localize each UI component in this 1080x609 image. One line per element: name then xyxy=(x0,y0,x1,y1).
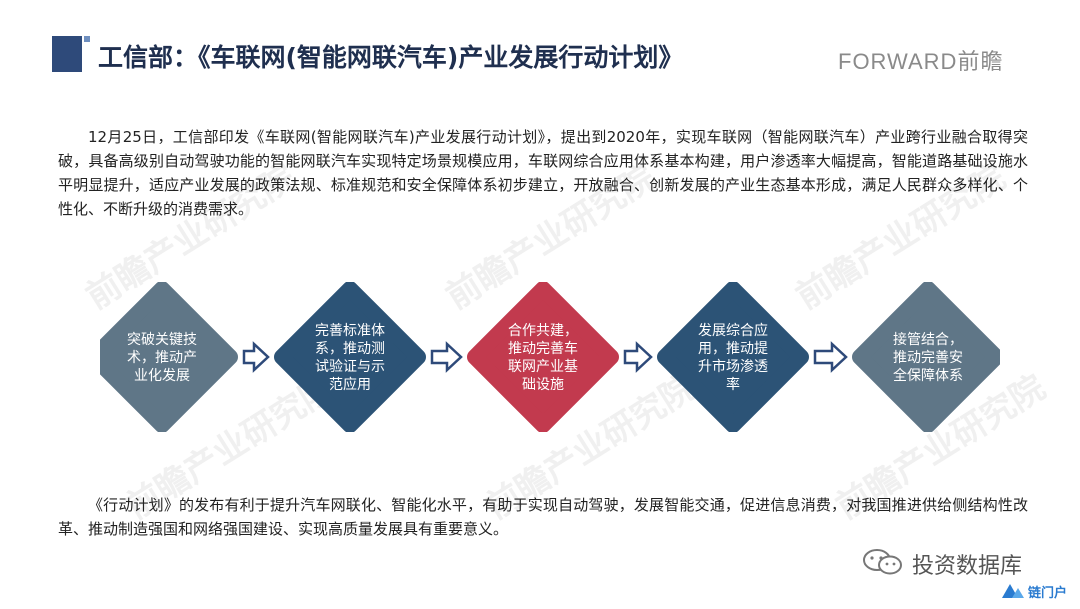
flow-step-label: 推动完善车 xyxy=(508,340,578,357)
flow-arrow-icon xyxy=(813,341,848,373)
title-accent-dot xyxy=(84,36,90,42)
flow-step-label: 接管结合， xyxy=(893,331,963,348)
flow-step-label: 发展综合应 xyxy=(698,322,768,339)
flow-step-shape xyxy=(467,282,619,432)
footer-source-label: 投资数据库 xyxy=(912,554,1023,579)
flow-arrow-icon xyxy=(430,341,463,373)
flow-step-shape xyxy=(657,282,809,432)
flow-step-label: 术，推动产 xyxy=(127,350,197,366)
flow-step-label: 推动完善安 xyxy=(893,350,963,366)
flow-step-label: 突破关键技 xyxy=(127,332,197,348)
flow-step-label: 联网产业基 xyxy=(508,358,578,375)
brand-logo: FORWARD前瞻 xyxy=(838,49,1004,74)
flow-arrow-icon xyxy=(242,341,270,373)
conclusion-paragraph: 《行动计划》的发布有利于提升汽车网联化、智能化水平，有助于实现自动驾驶，发展智能… xyxy=(58,496,1028,538)
wechat-icon xyxy=(863,549,902,575)
flow-arrow-icon xyxy=(623,341,653,373)
flow-step-label: 用，推动提 xyxy=(698,341,768,357)
flow-step-shape xyxy=(100,282,238,432)
page-title: 工信部：《车联网(智能网联汽车)产业发展行动计划》 xyxy=(98,43,684,72)
flow-step-shape xyxy=(852,282,1000,432)
flow-step-label: 合作共建， xyxy=(508,323,578,339)
flow-step-label: 试验证与示 xyxy=(315,359,385,375)
flow-step-label: 业化发展 xyxy=(134,368,190,384)
header: 工信部：《车联网(智能网联汽车)产业发展行动计划》 FORWARD前瞻 xyxy=(0,0,1080,90)
flow-step-label: 全保障体系 xyxy=(893,367,963,384)
flow-step-label: 率 xyxy=(726,376,740,393)
flow-step-label: 完善标准体 xyxy=(315,323,385,339)
site-logo-icon xyxy=(1002,584,1024,598)
flow-step-label: 础设施 xyxy=(522,377,564,393)
flow-step-label: 升市场渗透 xyxy=(698,358,768,375)
site-logo-label: 链门户 xyxy=(1028,586,1068,601)
intro-paragraph: 12月25日，工信部印发《车联网(智能网联汽车)产业发展行动计划》，提出到202… xyxy=(58,128,1028,218)
flow-step-label: 范应用 xyxy=(329,376,371,393)
flow-step-label: 系，推动测 xyxy=(315,341,385,357)
flow-step-shape xyxy=(274,282,426,432)
title-accent-block xyxy=(52,36,82,72)
action-plan-flow-diagram: 突破关键技术，推动产业化发展完善标准体系，推动测试验证与示范应用合作共建，推动完… xyxy=(100,282,1000,432)
